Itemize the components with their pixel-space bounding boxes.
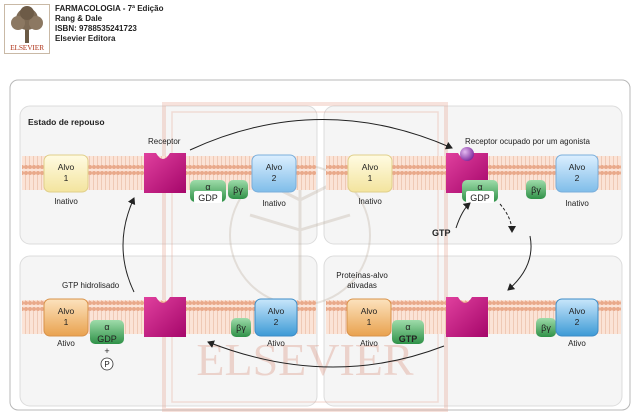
arrow-activation (507, 235, 532, 291)
alvo2-box (254, 298, 298, 337)
logo-text: ELSEVIER (10, 43, 44, 52)
alpha-label: α (405, 322, 410, 332)
diagram-title: Estado de repouso (28, 117, 105, 127)
alvo1-name: Alvo (361, 306, 378, 316)
alvo2-name: Alvo (268, 306, 285, 316)
occupied-receptor-label: Receptor ocupado por um agonista (465, 137, 591, 146)
alvo2-number: 2 (575, 173, 580, 183)
g-alpha-subunit (90, 320, 124, 344)
book-info: FARMACOLOGIA - 7ª Edição Rang & Dale ISB… (55, 4, 163, 44)
alvo1-name: Alvo (362, 162, 379, 172)
alvo2-name: Alvo (266, 162, 283, 172)
gdp-out-arrow (499, 203, 516, 233)
alvo2-status: Ativo (568, 339, 586, 348)
alvo2-box (251, 154, 297, 193)
g-beta-gamma-subunit (536, 318, 556, 337)
alvo1-box (346, 298, 392, 337)
book-header: ELSEVIER FARMACOLOGIA - 7ª Edição Rang &… (0, 0, 640, 62)
g-beta-gamma-subunit (526, 180, 546, 199)
alvo2-number: 2 (575, 317, 580, 327)
elsevier-logo: ELSEVIER (4, 4, 50, 54)
alvo1-name: Alvo (58, 162, 75, 172)
receptor (144, 153, 186, 193)
g-beta-gamma-subunit (231, 318, 251, 337)
alpha-label: α (477, 182, 482, 192)
phosphate-icon (100, 357, 114, 371)
receptor-label: Receptor (148, 137, 181, 146)
alvo2-number: 2 (272, 173, 277, 183)
g-alpha-subunit (392, 320, 424, 344)
arrow-agonist-binding (189, 119, 453, 151)
bottom-left-group: GTP hidrolisado Alvo 1 Ativo α GDP + P β… (43, 281, 298, 371)
arrow-reassociation (122, 197, 136, 293)
gdp-tag (194, 191, 222, 203)
alvo2-box (555, 298, 599, 337)
alvo2-number: 2 (274, 317, 279, 327)
alvo1-number: 1 (64, 173, 69, 183)
watermark-text: ELSEVIER (196, 334, 414, 385)
book-authors: Rang & Dale (55, 14, 103, 23)
g-beta-gamma-subunit (228, 180, 248, 199)
alvo1-number: 1 (64, 317, 69, 327)
alvo1-status: Inativo (358, 197, 382, 206)
alvo1-box (347, 154, 393, 193)
book-isbn: ISBN: 9788535241723 (55, 24, 137, 33)
book-title: FARMACOLOGIA - 7ª Edição (55, 4, 164, 13)
arrow-hydrolysis (207, 340, 445, 368)
beta-gamma-label: βγ (233, 185, 243, 195)
alvo1-number: 1 (367, 317, 372, 327)
alvo1-number: 1 (368, 173, 373, 183)
book-publisher: Elsevier Editora (55, 34, 116, 43)
alvo1-box (43, 154, 89, 193)
agonist (460, 147, 474, 161)
gtp-label: GTP (399, 334, 418, 344)
receptor (144, 297, 186, 337)
beta-gamma-label: βγ (236, 323, 246, 333)
gdp-label: GDP (97, 334, 117, 344)
beta-gamma-label: βγ (531, 185, 541, 195)
alvo2-status: Inativo (565, 199, 589, 208)
gdp-label: GDP (198, 193, 218, 203)
alvo1-box (43, 298, 89, 337)
plus-sign: + (104, 346, 109, 356)
top-left-group: Receptor Alvo 1 Inativo α GDP βγ Alvo 2 … (43, 137, 297, 208)
alpha-label: α (104, 322, 109, 332)
receptor (446, 297, 488, 337)
alvo2-box (555, 154, 599, 193)
gtp-label: GTP (432, 228, 451, 238)
alvo1-name: Alvo (58, 306, 75, 316)
gdp-label: GDP (470, 193, 490, 203)
tree-icon (11, 6, 43, 43)
top-right-group: Receptor ocupado por um agonista Alvo 1 … (347, 137, 599, 238)
alvo1-status: Ativo (360, 339, 378, 348)
gtp-hydrolysed-label: GTP hidrolisado (62, 281, 120, 290)
alvo2-status: Inativo (262, 199, 286, 208)
watermark: ELSEVIER (162, 102, 448, 412)
alvo1-status: Ativo (57, 339, 75, 348)
alpha-label: α (205, 182, 210, 192)
alvo1-status: Inativo (54, 197, 78, 206)
alvo2-name: Alvo (569, 162, 586, 172)
gtp-in-arrow (455, 202, 471, 229)
alvo2-status: Ativo (267, 339, 285, 348)
gdp-tag (466, 191, 494, 203)
beta-gamma-label: βγ (541, 323, 551, 333)
phosphate-label: P (104, 360, 109, 369)
alvo2-name: Alvo (569, 306, 586, 316)
